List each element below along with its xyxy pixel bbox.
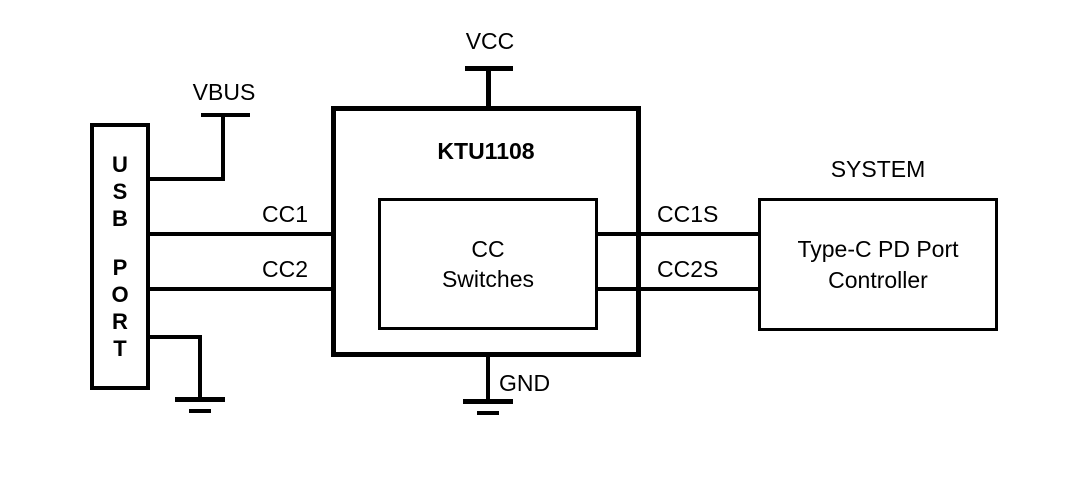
ktu1108-part-label: KTU1108 [437,138,535,164]
cc2-wire [148,287,381,291]
usb-letter-o: O [111,282,129,307]
usb-letter-u: U [112,152,128,177]
usb-letter-s: S [112,179,128,204]
usb-letter-t: T [113,336,127,361]
cc-switches-block [378,198,598,330]
cc-switches-line-1: CC [471,236,505,262]
usb-ground-symbol [175,397,225,417]
type-c-pd-port-controller-label: Type-C PD Port Controller [758,198,998,331]
vcc-label: VCC [465,28,515,54]
ground-bar-wide [175,397,225,402]
cc1-wire [148,232,381,236]
cc-switches-label: CC Switches [378,198,598,330]
vbus-label: VBUS [192,79,256,105]
system-caption: SYSTEM [830,156,926,182]
cc1-label: CC1 [262,201,309,227]
vbus-drop-wire [221,113,225,180]
usb-letter-r: R [112,309,128,334]
ktu-gnd-drop-wire [486,355,490,401]
vcc-drop-wire [486,66,491,108]
usb-gnd-horizontal-wire [148,335,202,339]
usb-letters-top: U S B [112,151,128,232]
type-c-pd-port-controller-block [758,198,998,331]
cc2s-label: CC2S [657,256,719,282]
cc2-label: CC2 [262,256,309,282]
usb-port-block [90,123,150,390]
ground-bar-narrow [189,409,211,413]
usb-gnd-drop-wire [198,335,202,399]
cc2s-wire [596,287,760,291]
gnd-label: GND [499,370,551,396]
cc-switches-line-2: Switches [441,266,535,292]
ground-bar-narrow [477,411,499,415]
usb-port-label-stack: U S B P O R T [90,123,150,390]
usb-letter-b: B [112,206,128,231]
system-line-2: Controller [828,266,928,293]
cc1s-label: CC1S [657,201,719,227]
ktu-ground-symbol [463,399,513,419]
ground-bar-wide [463,399,513,404]
vbus-rail-bar [201,113,250,117]
cc1s-wire [596,232,760,236]
vbus-to-usb-wire [148,177,225,181]
system-line-1: Type-C PD Port [797,235,959,262]
usb-letters-bottom: P O R T [111,254,128,362]
usb-letter-p: P [112,255,128,280]
